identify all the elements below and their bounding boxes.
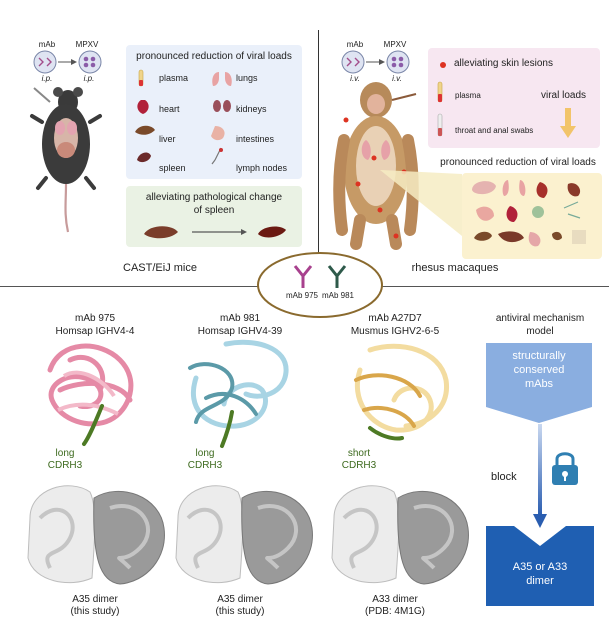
mechanism-box1-line1: structurally [512,350,566,362]
mechanism-box2-line2: dimer [526,575,554,587]
macaque-reduction-title: pronounced reduction of viral loads [440,157,596,168]
mechanism-box2-line1: A35 or A33 [512,561,568,573]
spleen-line1: alleviating pathological change [145,192,283,203]
structure-981-cdr-line1: long [195,448,215,459]
structure-975-cdr-line2: CDRH3 [47,460,83,471]
macaque-mab-route: i.v. [350,74,360,83]
structure-975-dimer-label: A35 dimer [72,594,118,605]
organ-spleen: spleen [159,163,186,173]
organ-intestines: intestines [236,134,275,144]
a35-dimer-surface-1 [27,485,165,585]
mechanism-box1-line3: mAbs [524,378,554,390]
structure-a27d7-cdr-line1: short [347,448,371,459]
macaque-swabs-label: throat and anal swabs [455,126,534,135]
mab-975-ribbon [47,343,134,446]
organ-kidneys: kidneys [236,104,267,114]
viral-load-title: pronounced reduction of viral loads [136,51,292,62]
macaque-plasma-label: plasma [455,91,481,100]
structure-981-title: mAb 981 [219,313,261,324]
dimer-target-box [486,526,594,606]
macaque-caption: rhesus macaques [411,262,499,274]
mouse-mab-route: i.p. [41,74,53,83]
block-label: block [491,471,517,483]
structure-a27d7-dimer-source: (PDB: 4M1G) [364,606,425,617]
structure-981-cdr-line2: CDRH3 [187,460,223,471]
macaque-viral-loads-label: viral loads [541,90,587,101]
organ-icons [135,69,232,165]
structure-a27d7-dimer-label: A33 dimer [372,594,418,605]
mouse-mpxv-label: MPXV [75,40,99,49]
structure-975-subtitle: Homsap IGHV4-4 [55,326,135,337]
mab-981-ribbon [188,339,289,448]
macaque-mab-label: mAb [346,40,364,49]
mab-a27d7-ribbon [354,343,449,441]
spleen-comparison [144,226,286,239]
skin-lesion-text: alleviating skin lesions [454,58,553,69]
structure-a27d7-cdr-line2: CDRH3 [341,460,377,471]
structure-a27d7-title: mAb A27D7 [368,313,422,324]
mouse-mpxv-route: i.p. [83,74,95,83]
block-arrow [533,424,547,528]
mechanism-title-line1: antiviral mechanism [495,313,585,324]
mouse-mab-label: mAb [38,40,56,49]
antibody-975-icon [293,265,313,288]
badge-label-981: mAb 981 [321,291,355,300]
structure-975-title: mAb 975 [74,313,116,324]
mechanism-title-line2: model [526,326,554,337]
structure-981-dimer-source: (this study) [215,606,265,617]
sample-tubes-icon [437,81,443,137]
macaque-mpxv-label: MPXV [383,40,407,49]
structure-981-subtitle: Homsap IGHV4-39 [197,326,283,337]
macaque-mpxv-route: i.v. [392,74,402,83]
callout-wedge [380,170,462,236]
mouse-illustration [30,87,102,233]
organ-heart: heart [159,104,180,114]
structure-975-cdr-line1: long [55,448,75,459]
macaque-injection-circles [341,50,410,74]
center-badge-ellipse [257,252,383,318]
a35-dimer-surface-2 [175,485,313,585]
conserved-mabs-box [486,343,592,423]
organ-lungs: lungs [236,73,258,83]
macaque-organ-icons [472,180,586,247]
a33-dimer-surface [331,485,469,585]
organ-liver: liver [159,134,176,144]
badge-label-975: mAb 975 [285,291,319,300]
spleen-line2: of spleen [193,205,235,216]
decrease-arrow-icon [560,108,576,138]
antibody-981-icon [327,265,347,288]
skin-lesion-dot-icon [440,62,446,68]
viral-load-panel [126,45,302,179]
lock-icon [552,452,578,485]
vertical-divider [318,30,319,284]
structure-a27d7-subtitle: Musmus IGHV2-6-5 [350,326,440,337]
mouse-caption: CAST/EiJ mice [123,262,197,274]
structure-981-dimer-label: A35 dimer [217,594,263,605]
structure-975-dimer-source: (this study) [70,606,120,617]
mouse-injection-circles [33,50,102,74]
mechanism-box1-line2: conserved [513,364,565,376]
organ-plasma: plasma [159,73,189,83]
organ-lymph-nodes: lymph nodes [236,163,288,173]
